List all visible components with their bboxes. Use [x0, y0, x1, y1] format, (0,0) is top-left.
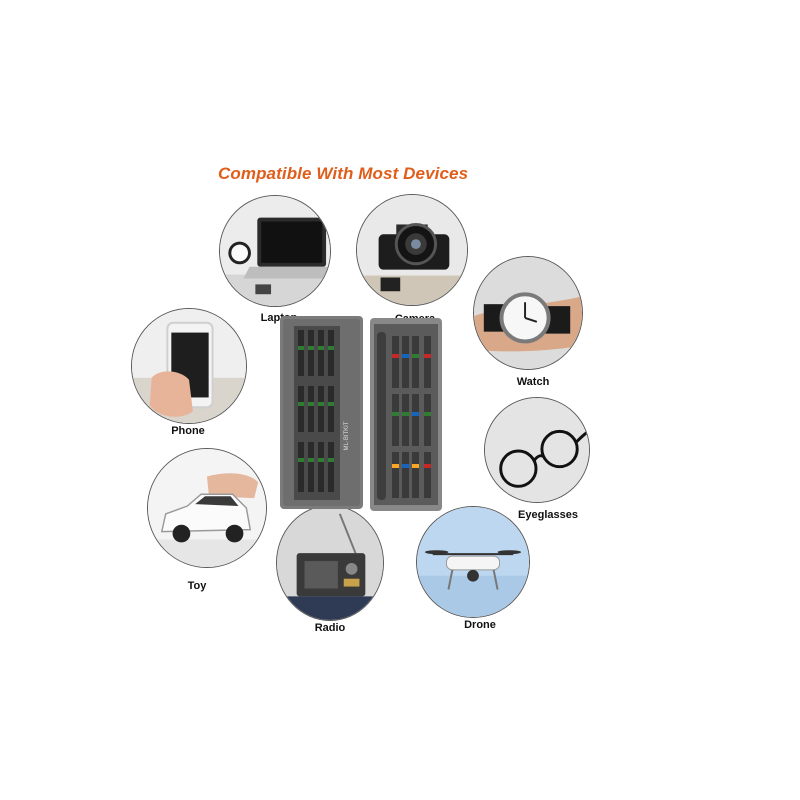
screwdriver-handle: [377, 332, 386, 500]
device-label-toy: Toy: [187, 580, 207, 592]
phone-photo: [131, 308, 247, 424]
device-label-phone: Phone: [171, 425, 205, 437]
eyeglasses-photo: [484, 397, 590, 503]
watch-photo: [473, 256, 583, 370]
device-label-radio: Radio: [314, 622, 346, 634]
laptop-photo: [219, 195, 331, 307]
watch-icon: [474, 257, 582, 369]
phone-icon: [132, 309, 246, 423]
device-label-drone: Drone: [464, 619, 496, 631]
laptop-icon: [220, 196, 330, 306]
device-label-watch: Watch: [516, 376, 550, 388]
camera-photo: [356, 194, 468, 306]
camera-icon: [357, 195, 467, 305]
product-case-closed: ML·BITKIT: [280, 316, 363, 509]
drone-photo: [416, 506, 530, 618]
bit-set-open: [392, 336, 431, 498]
device-label-eyeglasses: Eyeglasses: [518, 509, 578, 521]
radio-icon: [277, 506, 383, 620]
case-print: ML·BITKIT: [344, 421, 350, 450]
drone-icon: [417, 507, 529, 617]
toy-car-icon: [148, 449, 266, 567]
eyeglasses-icon: [485, 398, 589, 502]
radio-photo: [276, 505, 384, 621]
bit-column-group: [298, 330, 334, 492]
toy-photo: [147, 448, 267, 568]
product-case-open: [370, 318, 442, 511]
headline: Compatible With Most Devices: [218, 164, 469, 183]
